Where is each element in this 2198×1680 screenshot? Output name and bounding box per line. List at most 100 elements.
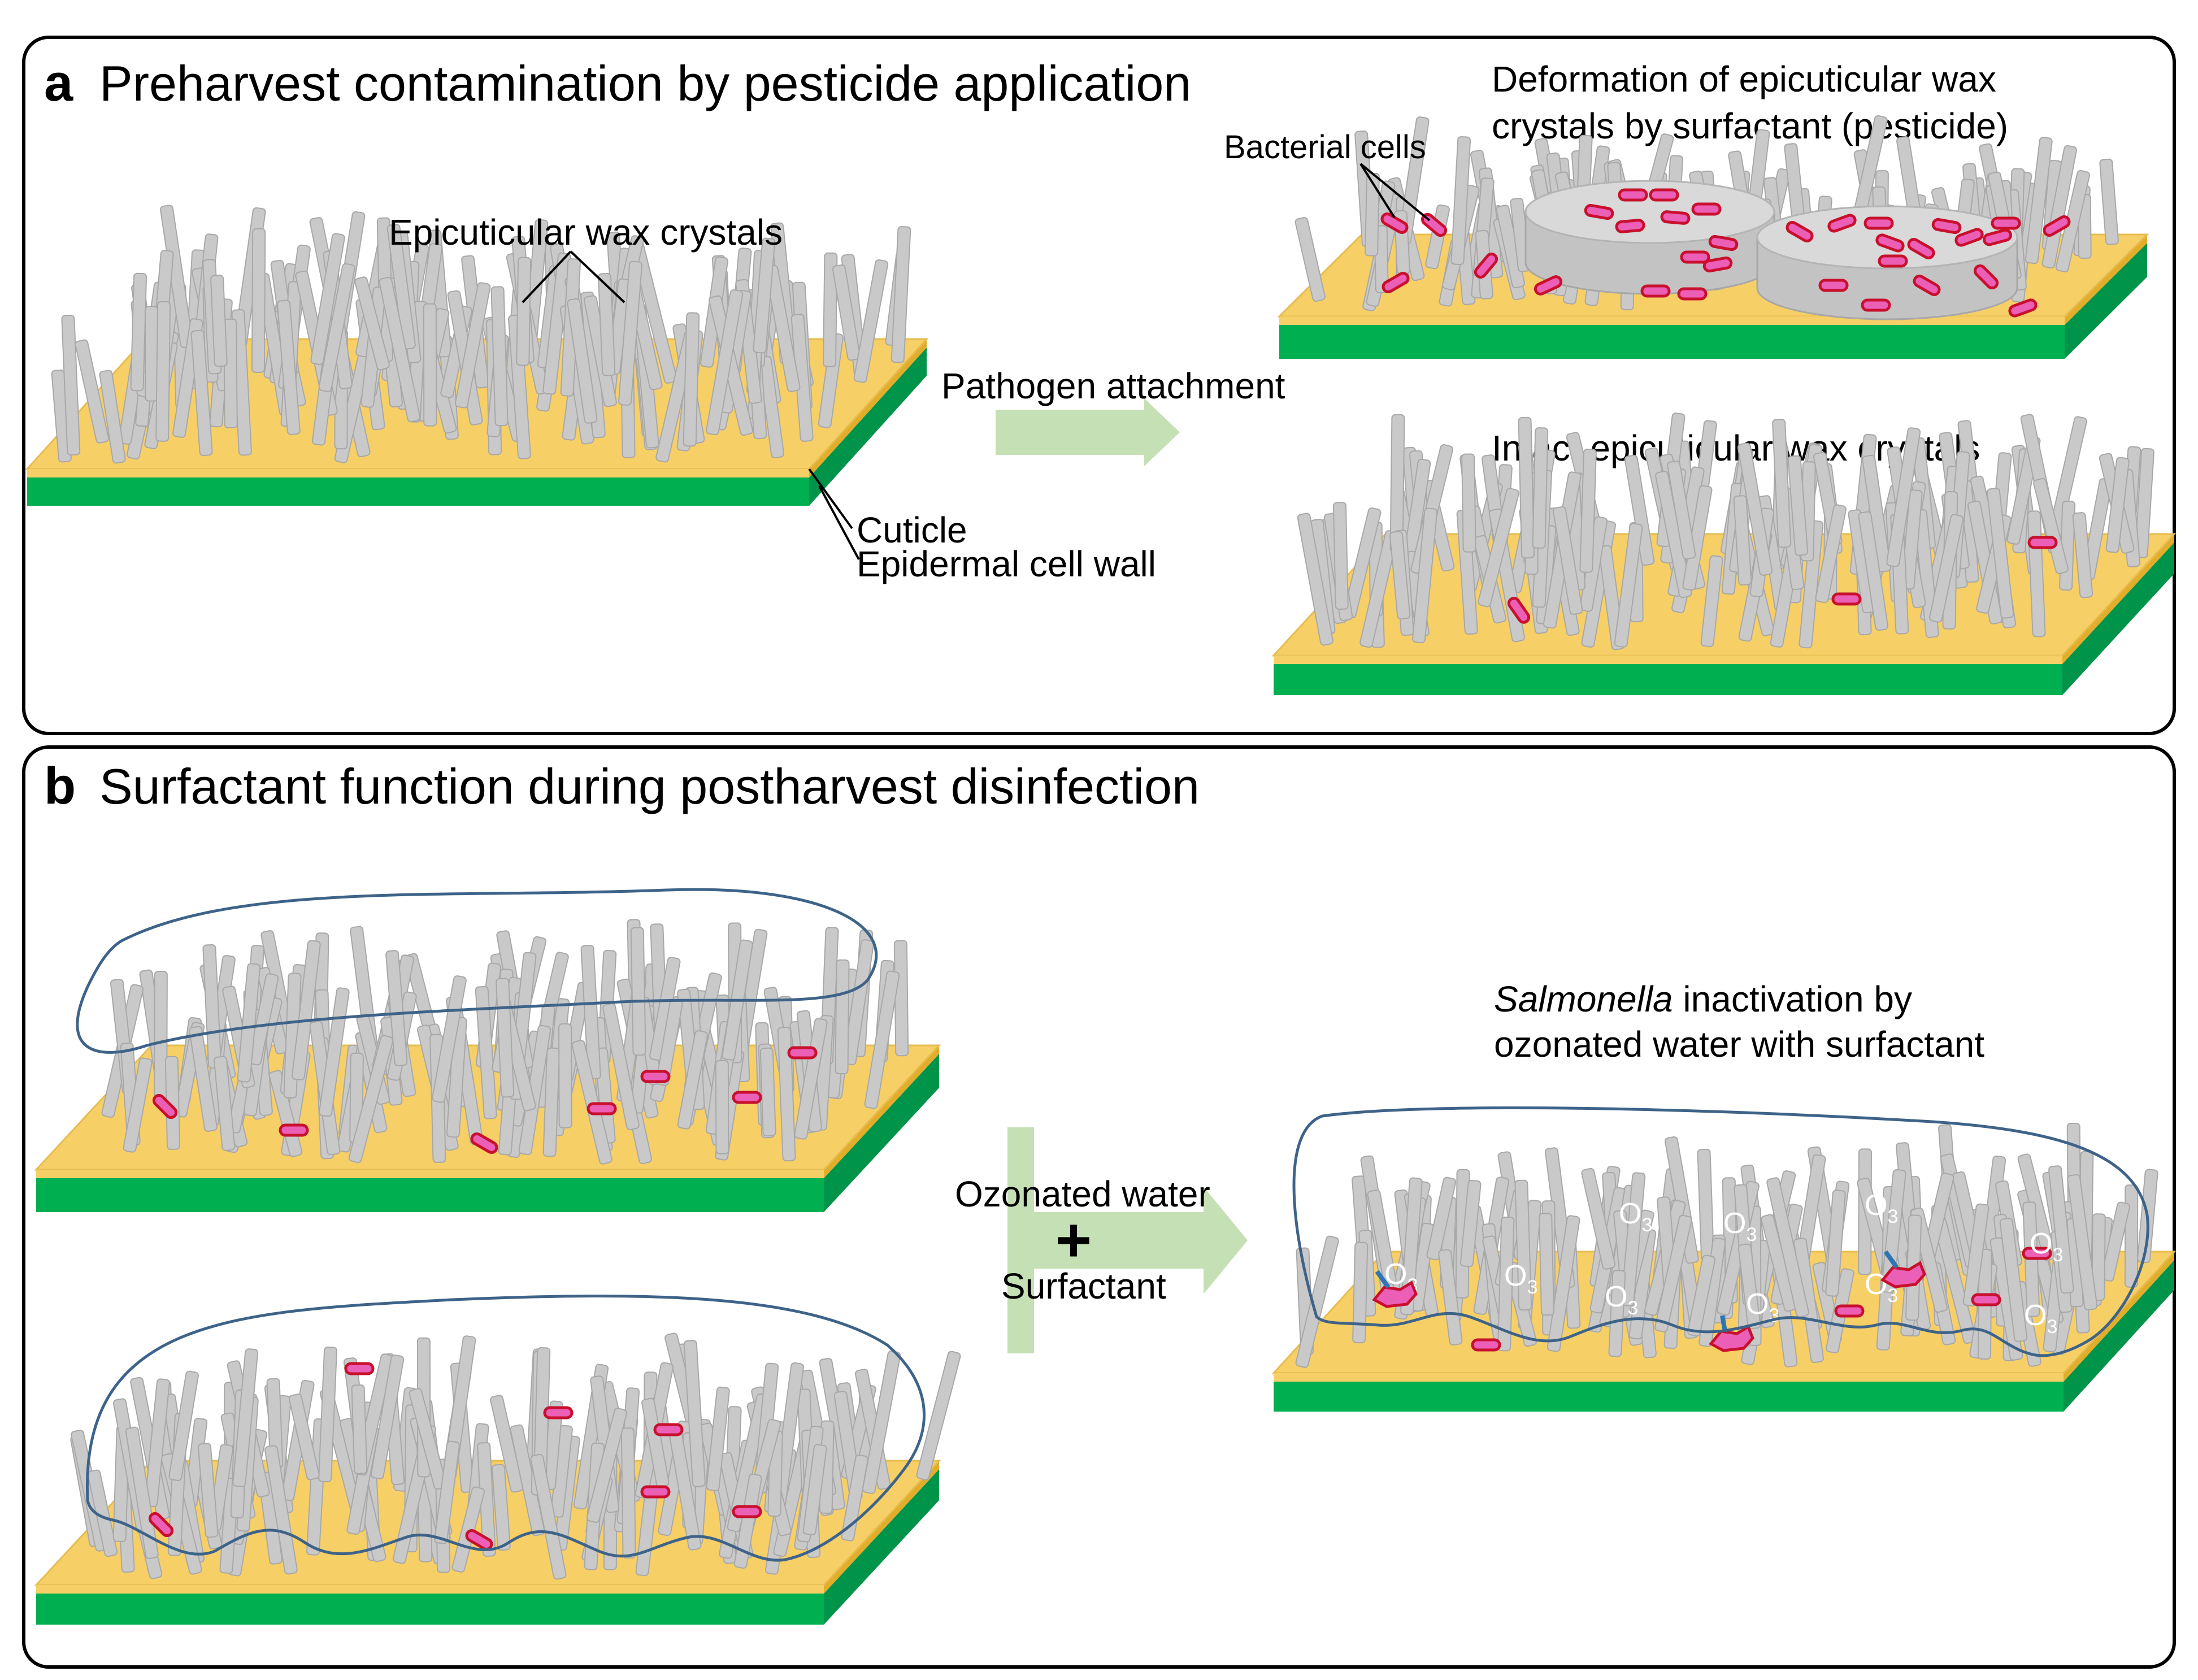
bacterial-cell xyxy=(344,1362,375,1375)
wax-crystal xyxy=(1737,1243,1761,1330)
leaf-b2-cell-wall xyxy=(36,1594,824,1625)
bacterial-cell xyxy=(1954,228,1984,247)
wax-crystal xyxy=(2025,137,2053,264)
bacterial-cell xyxy=(1649,188,1679,202)
arrow-treatment xyxy=(1007,1127,1248,1353)
wax-crystal xyxy=(130,272,147,392)
wax-crystal xyxy=(1766,1177,1809,1318)
wax-crystal xyxy=(823,252,838,367)
leader-cell-wall xyxy=(818,485,860,560)
wax-crystal xyxy=(2072,512,2093,598)
bacterial-cell xyxy=(1834,1304,1865,1318)
leaf-b1 xyxy=(34,919,941,1212)
wax-crystal xyxy=(123,1057,153,1153)
wax-crystal xyxy=(1297,513,1333,646)
wax-crystal xyxy=(251,228,266,373)
ozone-label: O3 xyxy=(2024,1299,2057,1338)
wax-crystal xyxy=(318,263,355,392)
wax-crystal xyxy=(454,282,491,409)
label-salmonella: Salmonella xyxy=(1494,979,1673,1019)
leaf-a3-cell-wall xyxy=(1274,664,2062,695)
wax-crystal xyxy=(567,298,598,424)
wax-crystal xyxy=(2067,1174,2098,1310)
bacterial-cell xyxy=(1831,592,1862,606)
wax-crystal xyxy=(1478,488,1519,607)
wax-crystal xyxy=(1624,454,1655,566)
bacterial-cell xyxy=(1680,250,1710,264)
wax-crystal xyxy=(1552,506,1583,615)
wax-crystal xyxy=(386,223,416,350)
wax-crystal xyxy=(2033,477,2069,574)
wax-crystal xyxy=(842,939,875,1066)
wax-crystal xyxy=(586,1408,628,1523)
wax-crystal xyxy=(1825,1190,1846,1297)
ozone-label: O3 xyxy=(1723,1207,1757,1245)
ozone-attack-arrow xyxy=(1375,1270,1391,1289)
wax-crystal xyxy=(2134,448,2154,558)
bacteria-b1 xyxy=(152,1046,818,1154)
wax-crystal xyxy=(759,1047,776,1137)
wax-crystal xyxy=(1425,204,1450,270)
bacterial-cell xyxy=(1708,235,1739,251)
label-cuticle: Cuticle xyxy=(857,510,967,550)
wax-crystal xyxy=(1815,504,1847,604)
bacterial-cell xyxy=(2008,298,2038,318)
bacterial-cell xyxy=(640,1070,671,1083)
wax-crystal xyxy=(1737,442,1773,576)
label-bacterial-cells: Bacterial cells xyxy=(1224,129,1426,166)
leaf-a1 xyxy=(25,205,929,506)
bacterial-cell xyxy=(1382,272,1410,293)
panel-b-title: Surfactant function during postharvest d… xyxy=(99,758,1200,814)
wax-crystal xyxy=(706,289,744,436)
label-deformation-2: crystals by surfactant (pesticide) xyxy=(1492,106,2008,146)
wax-crystal xyxy=(1461,453,1476,553)
wax-crystal xyxy=(620,1427,636,1559)
wax-crystal xyxy=(530,1453,567,1580)
wax-crystal xyxy=(168,1370,199,1481)
wax-crystal xyxy=(571,1040,613,1165)
leader-wax-2 xyxy=(570,250,625,303)
bacterial-cell xyxy=(465,1529,493,1551)
wax-crystal xyxy=(354,276,390,371)
bacterial-cell xyxy=(543,1406,574,1419)
bacterial-cell xyxy=(1818,279,1849,292)
wax-crystal xyxy=(1886,427,1921,567)
wax-crystal xyxy=(1901,489,1923,590)
wax-crystal xyxy=(1614,523,1643,648)
wax-crystal xyxy=(214,1056,236,1151)
wax-crystal xyxy=(1389,531,1411,620)
bacterial-cell xyxy=(1991,216,2021,230)
wax-crystal xyxy=(683,1340,706,1487)
wax-crystal xyxy=(618,261,642,406)
wax-crystal xyxy=(818,333,844,428)
bacterial-cell xyxy=(787,1046,818,1060)
wax-crystal xyxy=(423,303,437,427)
wax-crystal xyxy=(144,306,159,402)
leader-wax-1 xyxy=(522,250,572,303)
wax-crystal xyxy=(1772,419,1792,548)
wax-crystal xyxy=(318,1346,338,1483)
wax-crystal xyxy=(1532,427,1549,549)
wax-crystals-b1 xyxy=(101,919,909,1165)
bacterial-cell xyxy=(1471,1338,1501,1352)
wax-crystal xyxy=(1621,1172,1646,1306)
wax-crystals-a3 xyxy=(1297,413,2154,650)
wax-crystals-b2 xyxy=(70,1332,961,1580)
wax-crystal xyxy=(1426,1177,1457,1261)
wax-crystal xyxy=(348,1035,394,1164)
ozone-label: O3 xyxy=(1865,1268,1898,1306)
wax-crystal xyxy=(1880,1169,1906,1293)
arrow-pathogen-attachment xyxy=(996,398,1180,466)
bacteria-a2 xyxy=(1380,188,2071,318)
panel-a-letter: a xyxy=(44,54,73,112)
wax-crystal xyxy=(835,959,850,1075)
wax-crystal xyxy=(351,1384,368,1474)
bacterial-cell xyxy=(1861,298,1891,312)
leaf-b1-cell-wall xyxy=(36,1178,824,1212)
bacterial-cell xyxy=(1618,188,1648,202)
wax-crystal xyxy=(2124,1184,2139,1288)
leaf-a2-cell-wall xyxy=(1279,325,2065,359)
wax-crystal xyxy=(542,1047,561,1157)
wax-crystal xyxy=(1962,1203,1990,1307)
bacterial-cell xyxy=(1507,597,1531,624)
